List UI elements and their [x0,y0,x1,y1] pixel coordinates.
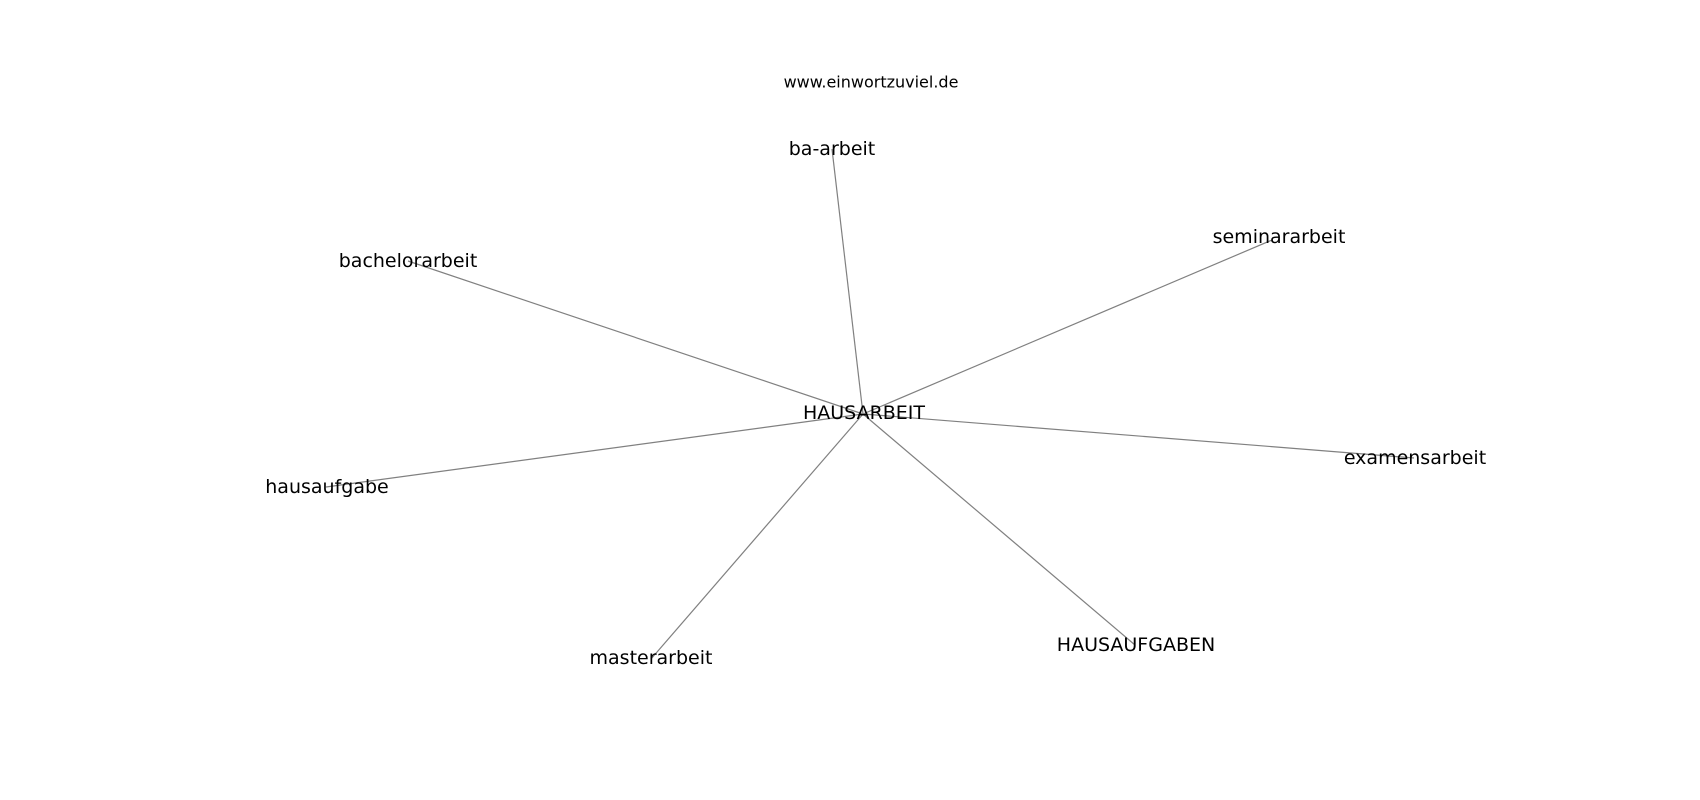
edge-hausarbeit-hausaufgaben [862,413,1136,646]
edge-hausarbeit-bachelorarbeit [407,260,864,415]
edge-hausarbeit-masterarbeit [650,413,864,660]
node-label-hausaufgabe: hausaufgabe [265,476,388,498]
edge-hausarbeit-ba-arbeit [831,148,864,415]
edge-hausarbeit-seminararbeit [862,239,1273,415]
node-label-examensarbeit: examensarbeit [1344,447,1486,469]
node-label-hausaufgaben: HAUSAUFGABEN [1057,634,1215,656]
node-label-masterarbeit: masterarbeit [590,647,713,669]
node-label-bachelorarbeit: bachelorarbeit [339,250,478,272]
edge-hausarbeit-examensarbeit [862,413,1415,459]
edge-hausarbeit-hausaufgabe [325,413,864,488]
watermark-url: www.einwortzuviel.de [784,73,959,92]
node-label-ba-arbeit: ba-arbeit [789,138,876,160]
labels-layer: www.einwortzuviel.de HAUSARBEIT ba-arbei… [265,73,1486,670]
node-label-seminararbeit: seminararbeit [1213,226,1346,248]
edges-layer [325,148,1415,660]
node-label-center: HAUSARBEIT [803,402,925,424]
